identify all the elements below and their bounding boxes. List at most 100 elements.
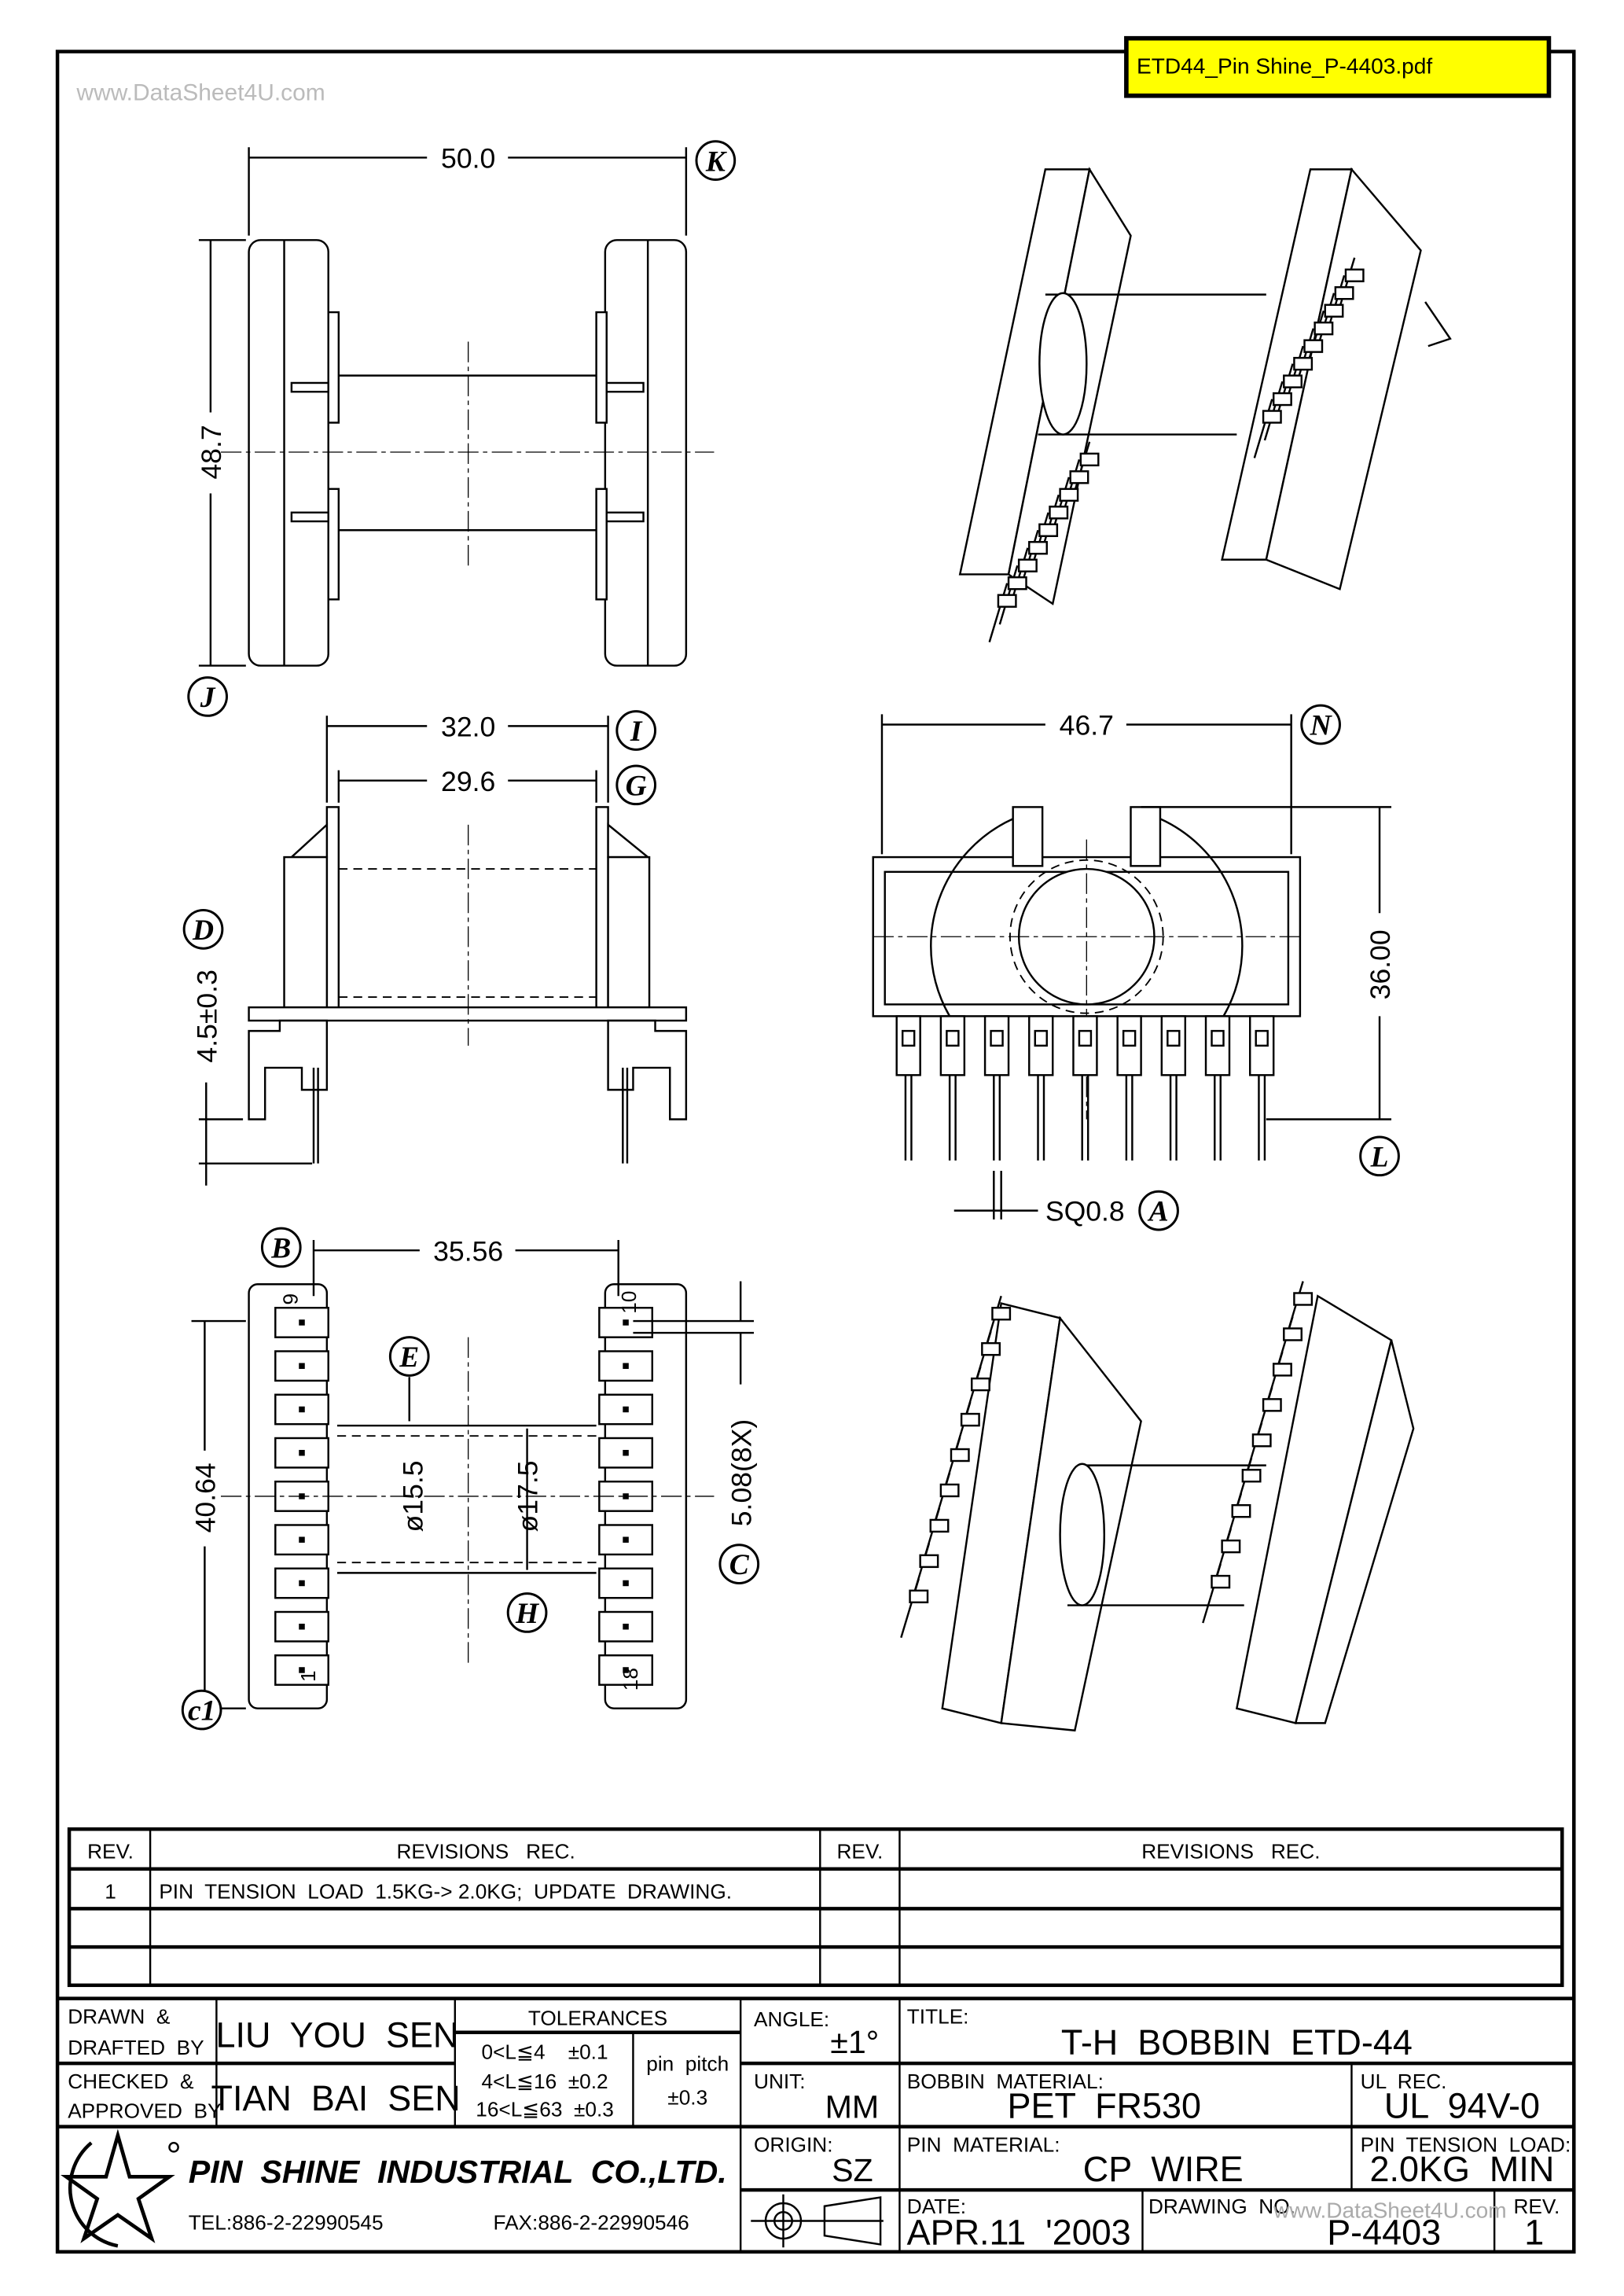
company-tel: TEL:886-2-22990545 [189, 2211, 384, 2235]
end-pin-slot [1078, 1029, 1093, 1047]
tolerance-2: 4<L≦16 ±0.2 [482, 2070, 608, 2093]
iso-pin [1202, 1563, 1222, 1624]
file-label: ETD44_Pin Shine_P-4403.pdf [1137, 54, 1432, 79]
pin-pad [598, 1393, 653, 1426]
iso-pin-housing [1324, 304, 1344, 318]
callout-l: L [1370, 1141, 1389, 1173]
iso-pin-housing [1283, 1327, 1303, 1341]
pin-number-18: 18 [619, 1668, 642, 1691]
pin-pad [274, 1393, 329, 1426]
bobbin-material-label: BOBBIN MATERIAL: [907, 2070, 1104, 2093]
iso-pin-housing [997, 594, 1017, 608]
pin-hole [299, 1363, 305, 1369]
pin-hole [623, 1363, 629, 1369]
iso-pin-housing [1293, 1292, 1314, 1306]
iso-pin-housing [1079, 452, 1100, 467]
origin-label: ORIGIN: [754, 2132, 833, 2156]
iso-pin-housing [1283, 374, 1303, 388]
iso-pin-housing [1211, 1574, 1231, 1589]
pin-hole [299, 1667, 305, 1673]
rev-header-1: REV. [87, 1840, 134, 1864]
rev-label: REV. [1513, 2195, 1560, 2218]
unit-label: UNIT: [754, 2070, 806, 2093]
end-pin-slot [1122, 1029, 1137, 1047]
pin-tension: 2.0KG MIN [1370, 2149, 1555, 2189]
dim-width: 50.0 [441, 143, 495, 175]
pin-hole [623, 1493, 629, 1499]
iso-pin-housing [971, 1377, 990, 1392]
dim-pin-square: SQ0.8 [1045, 1196, 1125, 1227]
side-view: 32.0 29.6 4.5±0.3 I G D [182, 710, 688, 1186]
pin-hole [623, 1319, 629, 1326]
pin-material-label: PIN MATERIAL: [907, 2132, 1060, 2156]
pin-hole [299, 1623, 305, 1630]
company-fax: FAX:886-2-22990546 [493, 2211, 689, 2235]
iso-pin-housing [1303, 339, 1324, 353]
iso-pin-housing [1017, 558, 1038, 572]
ul-rating: UL 94V-0 [1384, 2085, 1540, 2125]
end-view: 46.7 36.00 SQ0.8 N L A [872, 704, 1400, 1231]
iso-pin-housing [1344, 268, 1365, 282]
drawing-title: T-H BOBBIN ETD-44 [1061, 2022, 1413, 2062]
iso-pin-housing [1314, 321, 1334, 336]
end-pin-slot [901, 1029, 916, 1047]
callout-j: J [200, 682, 216, 714]
bottom-view: ø15.5 ø17.5 35.56 40.64 5.08(8X) 9 10 1 … [181, 1227, 760, 1731]
iso-pin-housing [981, 1341, 1001, 1356]
origin-value: SZ [832, 2152, 873, 2188]
dim-length: 40.64 [190, 1463, 222, 1533]
pin-hole [299, 1449, 305, 1456]
file-label-box: ETD44_Pin Shine_P-4403.pdf [1124, 35, 1552, 98]
callout-n: N [1310, 710, 1333, 742]
drawn-by: LIU YOU SEN [216, 2015, 459, 2055]
checked-label: CHECKED & [68, 2070, 194, 2093]
pin-hole [299, 1406, 305, 1413]
iso-pin-housing [991, 1307, 1012, 1321]
iso-pin-housing [1059, 488, 1079, 502]
rev-row-1-number: 1 [105, 1879, 116, 1903]
pin-hole [299, 1536, 305, 1543]
pin-hole [623, 1667, 629, 1673]
drafted-label: DRAFTED BY [68, 2036, 204, 2059]
end-pin-slot [1211, 1029, 1225, 1047]
bobbin-material: PET FR530 [1008, 2085, 1201, 2125]
iso-pin-housing [919, 1554, 939, 1569]
projection-symbol-icon [751, 2194, 884, 2248]
callout-e: E [399, 1341, 419, 1374]
iso-pin-housing [960, 1412, 980, 1427]
callout-c: C [729, 1549, 750, 1581]
end-pin-slot [1255, 1029, 1269, 1047]
pin-number-10: 10 [617, 1291, 641, 1314]
iso-pin-housing [929, 1518, 950, 1533]
pin-hole [623, 1406, 629, 1413]
pin-hole [623, 1536, 629, 1543]
callout-d: D [192, 914, 214, 947]
front-view: 50.0 48.7 K J [187, 140, 737, 717]
iso-pin-housing [1038, 523, 1059, 537]
iso-pin-housing [909, 1589, 929, 1604]
rev-row-1-description: PIN TENSION LOAD 1.5KG-> 2.0KG; UPDATE D… [159, 1879, 732, 1903]
title-label: TITLE: [907, 2004, 969, 2028]
date-label: DATE: [907, 2195, 966, 2218]
iso-pin-housing [1231, 1503, 1251, 1518]
pin-hole [623, 1623, 629, 1630]
callout-c1: c1 [188, 1695, 215, 1728]
rev-header-2: REV. [836, 1840, 883, 1864]
revision-table: REV. REVISIONS REC. REV. REVISIONS REC. … [67, 1827, 1564, 1988]
iso-pin-housing [950, 1448, 970, 1463]
end-pin-slot [946, 1029, 960, 1047]
iso-pin-housing [1049, 506, 1069, 520]
pin-hole [623, 1580, 629, 1587]
callout-g: G [626, 770, 647, 802]
pin-number-1: 1 [296, 1670, 320, 1682]
drawing-no: P-4403 [1327, 2212, 1441, 2252]
end-pin-slot [1034, 1029, 1048, 1047]
dim-end-width: 46.7 [1060, 710, 1114, 741]
end-pin-slot [990, 1029, 1004, 1047]
callout-k: K [705, 145, 728, 178]
watermark: www.DataSheet4U.com [75, 79, 325, 105]
pin-hole [623, 1449, 629, 1456]
dim-height: 48.7 [196, 425, 227, 479]
iso-pin-housing [1272, 392, 1292, 407]
approved-label: APPROVED BY [68, 2099, 221, 2122]
